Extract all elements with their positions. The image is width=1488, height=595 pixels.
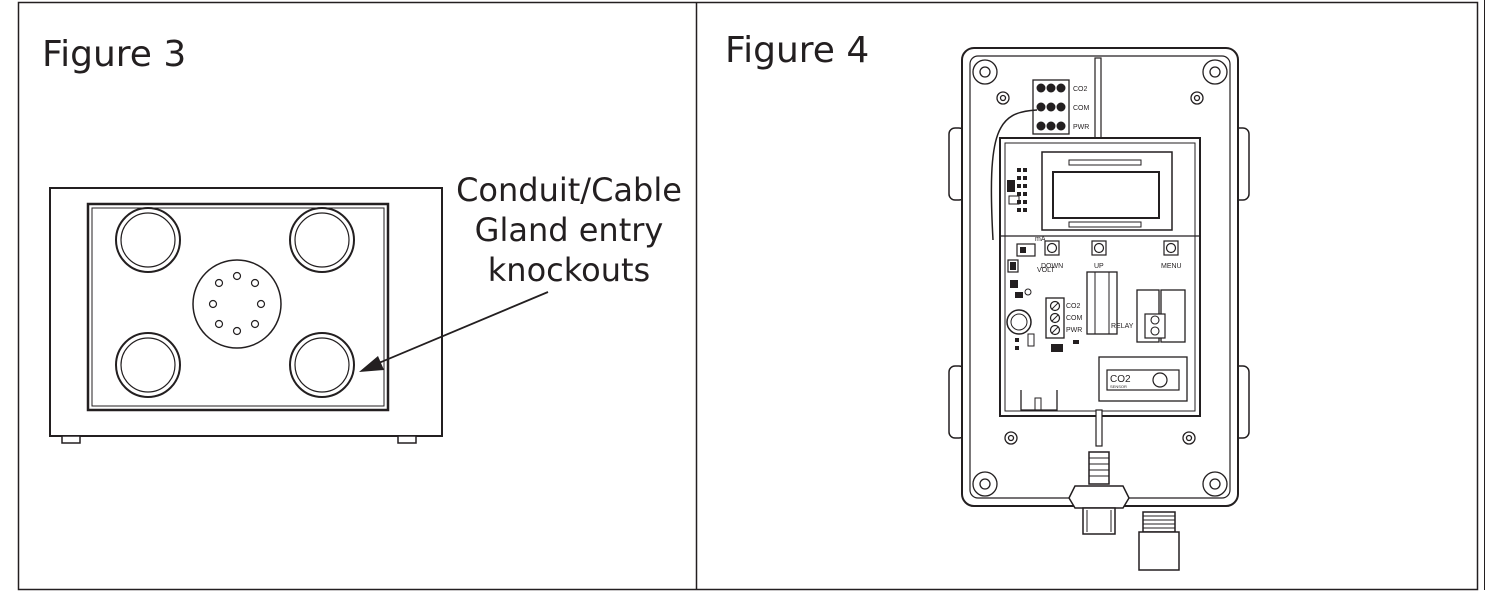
knockout-top-right [289, 207, 355, 273]
sensor-title: CO2 [1110, 374, 1131, 385]
callout-line-2: Gland entry [474, 211, 664, 249]
figure-3-title: Figure 3 [42, 34, 187, 75]
knockout-bottom-right [289, 332, 355, 398]
foot-right [397, 435, 417, 444]
bt-label-co2: CO2 [1066, 303, 1081, 310]
label-menu: MENU [1161, 263, 1182, 270]
enclosure-bottom-view [49, 187, 549, 444]
foot-left [61, 435, 81, 444]
output-switch: mA VOLT [1016, 236, 1055, 274]
lcd-display [1041, 151, 1173, 231]
enclosure-open-view: CO2 COM PWR [948, 47, 1250, 571]
button-menu: MENU [1161, 240, 1182, 270]
label-ma: mA [1035, 236, 1046, 243]
label-volt: VOLT [1037, 267, 1055, 274]
button-up: UP [1091, 240, 1107, 270]
sensor-vent [192, 259, 282, 349]
loose-gland-fitting [1138, 511, 1180, 571]
callout-line-3: knockouts [487, 251, 651, 289]
figure-3-panel: Figure 3 [18, 0, 696, 590]
callout-arrow [359, 291, 549, 372]
knockouts-callout: Conduit/Cable Gland entry knockouts [438, 170, 700, 290]
bt-label-pwr: PWR [1066, 327, 1082, 334]
sensor-subtitle: SENSOR [1110, 384, 1127, 389]
relay: RELAY [1111, 289, 1186, 343]
co2-sensor: CO2 SENSOR [1098, 356, 1188, 402]
cable-gland [1068, 451, 1130, 535]
knockout-top-left [115, 207, 181, 273]
top-terminal-block: CO2 COM PWR [1032, 79, 1090, 135]
board-terminal-block: CO2 COM PWR [1045, 297, 1083, 339]
label-down: DOWN [1041, 263, 1063, 270]
figure-4-panel: Figure 4 CO2 C [697, 0, 1478, 590]
label-up: UP [1094, 263, 1104, 270]
bt-label-com: COM [1066, 315, 1083, 322]
tb-label-pwr: PWR [1073, 124, 1089, 131]
knockout-bottom-left [115, 332, 181, 398]
label-relay: RELAY [1111, 323, 1134, 330]
button-down: DOWN [1041, 240, 1063, 270]
tb-label-com: COM [1073, 105, 1090, 112]
callout-line-1: Conduit/Cable [456, 171, 682, 209]
figure-4-title: Figure 4 [725, 30, 870, 71]
tb-label-co2: CO2 [1073, 86, 1088, 93]
